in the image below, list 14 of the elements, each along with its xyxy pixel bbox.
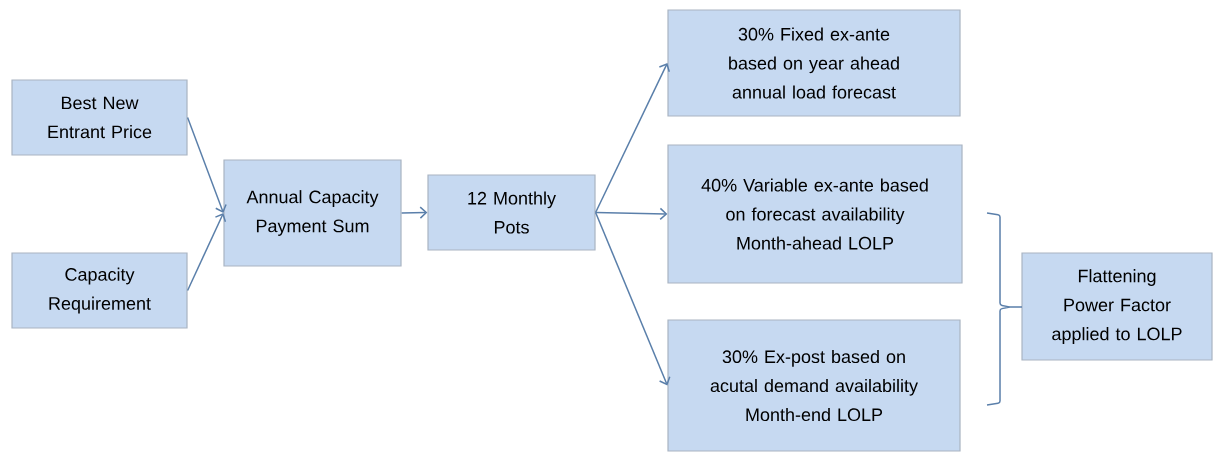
process-box: 40% Variable ex-ante based on forecast availability Month-ahead LOLP	[667, 144, 963, 284]
arrow	[594, 63, 671, 214]
process-box: Best New Entrant Price	[11, 79, 188, 156]
arrow	[594, 207, 668, 221]
arrow	[186, 213, 227, 292]
arrow	[186, 116, 227, 213]
process-box: 30% Fixed ex-ante based on year ahead annual load forecast	[667, 9, 961, 117]
process-box: Capacity Requirement	[11, 252, 188, 329]
process-box: Flattening Power Factor applied to LOLP	[1021, 252, 1213, 361]
process-box: 30% Ex-post based on acutal demand availability Month-end LOLP	[667, 319, 961, 452]
process-box: 12 Monthly Pots	[427, 174, 596, 251]
arrow	[594, 211, 671, 386]
arrow	[400, 206, 428, 219]
process-box: Annual Capacity Payment Sum	[223, 159, 402, 267]
